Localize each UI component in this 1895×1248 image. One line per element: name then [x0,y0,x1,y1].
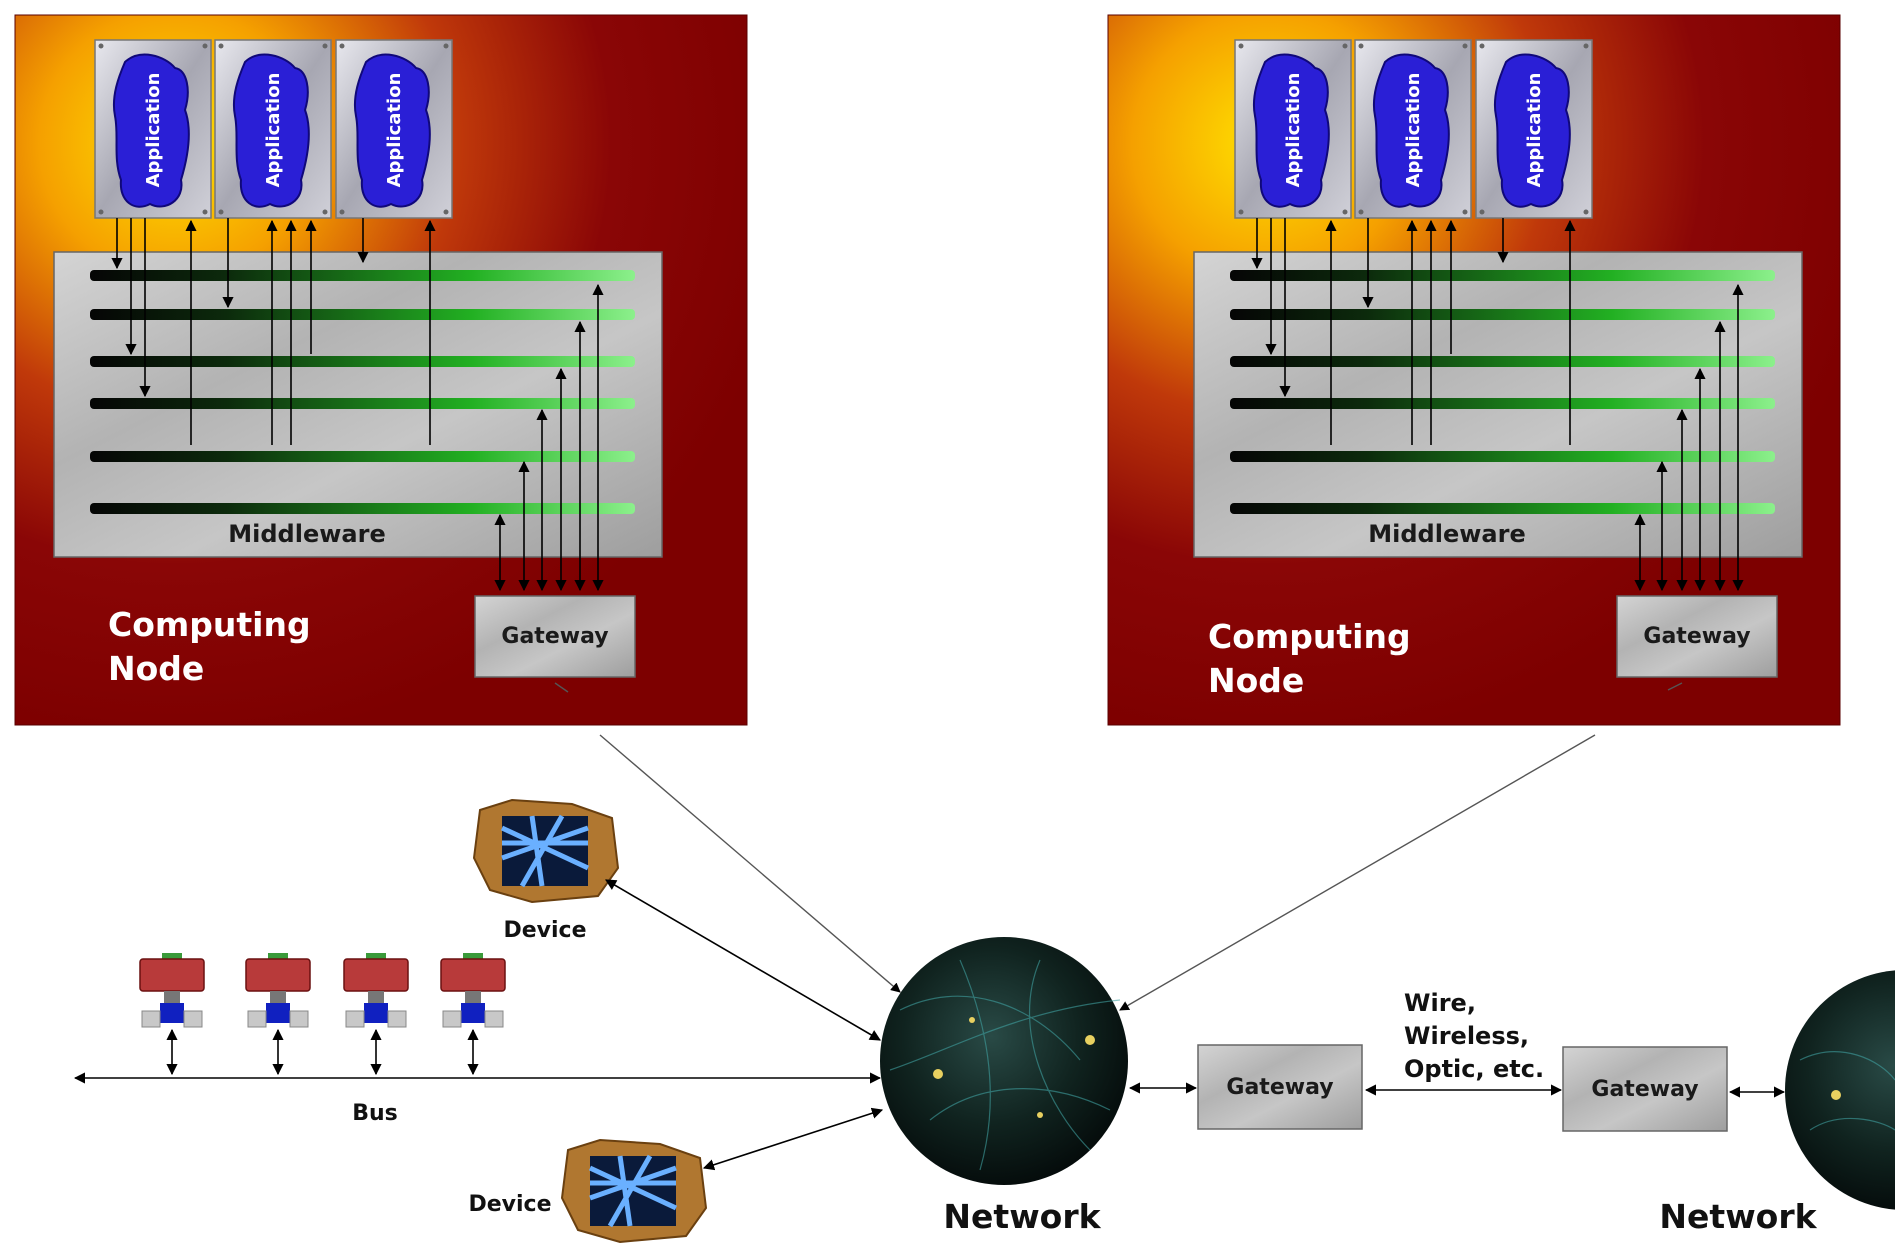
bus-device-3 [343,953,409,1028]
device-label-top: Device [503,918,586,943]
network-label-secondary: Network [1659,1197,1817,1236]
bus-device-4 [440,953,506,1028]
node-title-line1: Computing [108,605,311,644]
gateway-middleware-arrows [494,283,604,592]
link-label-line1: Wire, [1404,989,1476,1017]
application-label: Application [1283,73,1304,188]
application-label: Application [143,73,164,188]
device-network-arrows [605,879,884,1171]
application-blob [233,53,310,208]
app-middleware-arrows [1251,218,1576,445]
middleware-channels [1230,270,1775,514]
middleware-label: Middleware [228,520,385,548]
application-label: Application [1524,73,1545,188]
gateway-box [1616,595,1778,678]
device-chip-bottom [560,1138,708,1244]
network-globe-secondary [1785,970,1895,1210]
app-middleware-arrows [111,218,436,445]
middleware-label: Middleware [1368,520,1525,548]
application-panel: Application [335,39,453,219]
device-chip-top [472,798,620,904]
application-label: Application [384,73,405,188]
application-panel: Application [1234,39,1352,219]
application-blob [1494,53,1571,208]
bus-device-1 [139,953,205,1028]
link-gateway-box-right [1562,1046,1728,1132]
node-title-line2: Node [108,649,204,688]
device-label-bottom: Device [468,1192,551,1217]
network-globe-main [880,937,1128,1185]
bus-label: Bus [352,1101,398,1126]
link-gateway-label-right: Gateway [1591,1077,1698,1102]
node-title-line1: Computing [1208,617,1411,656]
application-label: Application [1403,73,1424,188]
node-network-links [554,682,1683,1011]
computing-node-1: Application Application Application Midd [14,14,748,726]
link-arrows [1128,1082,1786,1098]
bus-device-2 [245,953,311,1028]
link-gateway-label-left: Gateway [1226,1075,1333,1100]
gateway-label: Gateway [501,624,608,649]
network-label-main: Network [943,1197,1101,1236]
application-blob [354,53,431,208]
link-gateway-box-left [1197,1044,1363,1130]
application-blob [113,53,190,208]
application-label: Application [263,73,284,188]
computing-node-2: Application Application Application Midd… [1107,14,1841,726]
link-label-line3: Optic, etc. [1404,1055,1544,1083]
application-blob [1373,53,1450,208]
application-panel: Application [214,39,332,219]
middleware-channels [90,270,635,514]
application-blob [1253,53,1330,208]
bus-device-arrows [166,1028,479,1076]
link-label-line2: Wireless, [1404,1022,1529,1050]
application-panel: Application [1354,39,1472,219]
gateway-box [474,595,636,678]
application-panel: Application [1475,39,1593,219]
gateway-label: Gateway [1643,624,1750,649]
application-panel: Application [94,39,212,219]
node-title-line2: Node [1208,661,1304,700]
gateway-middleware-arrows [1634,283,1744,592]
